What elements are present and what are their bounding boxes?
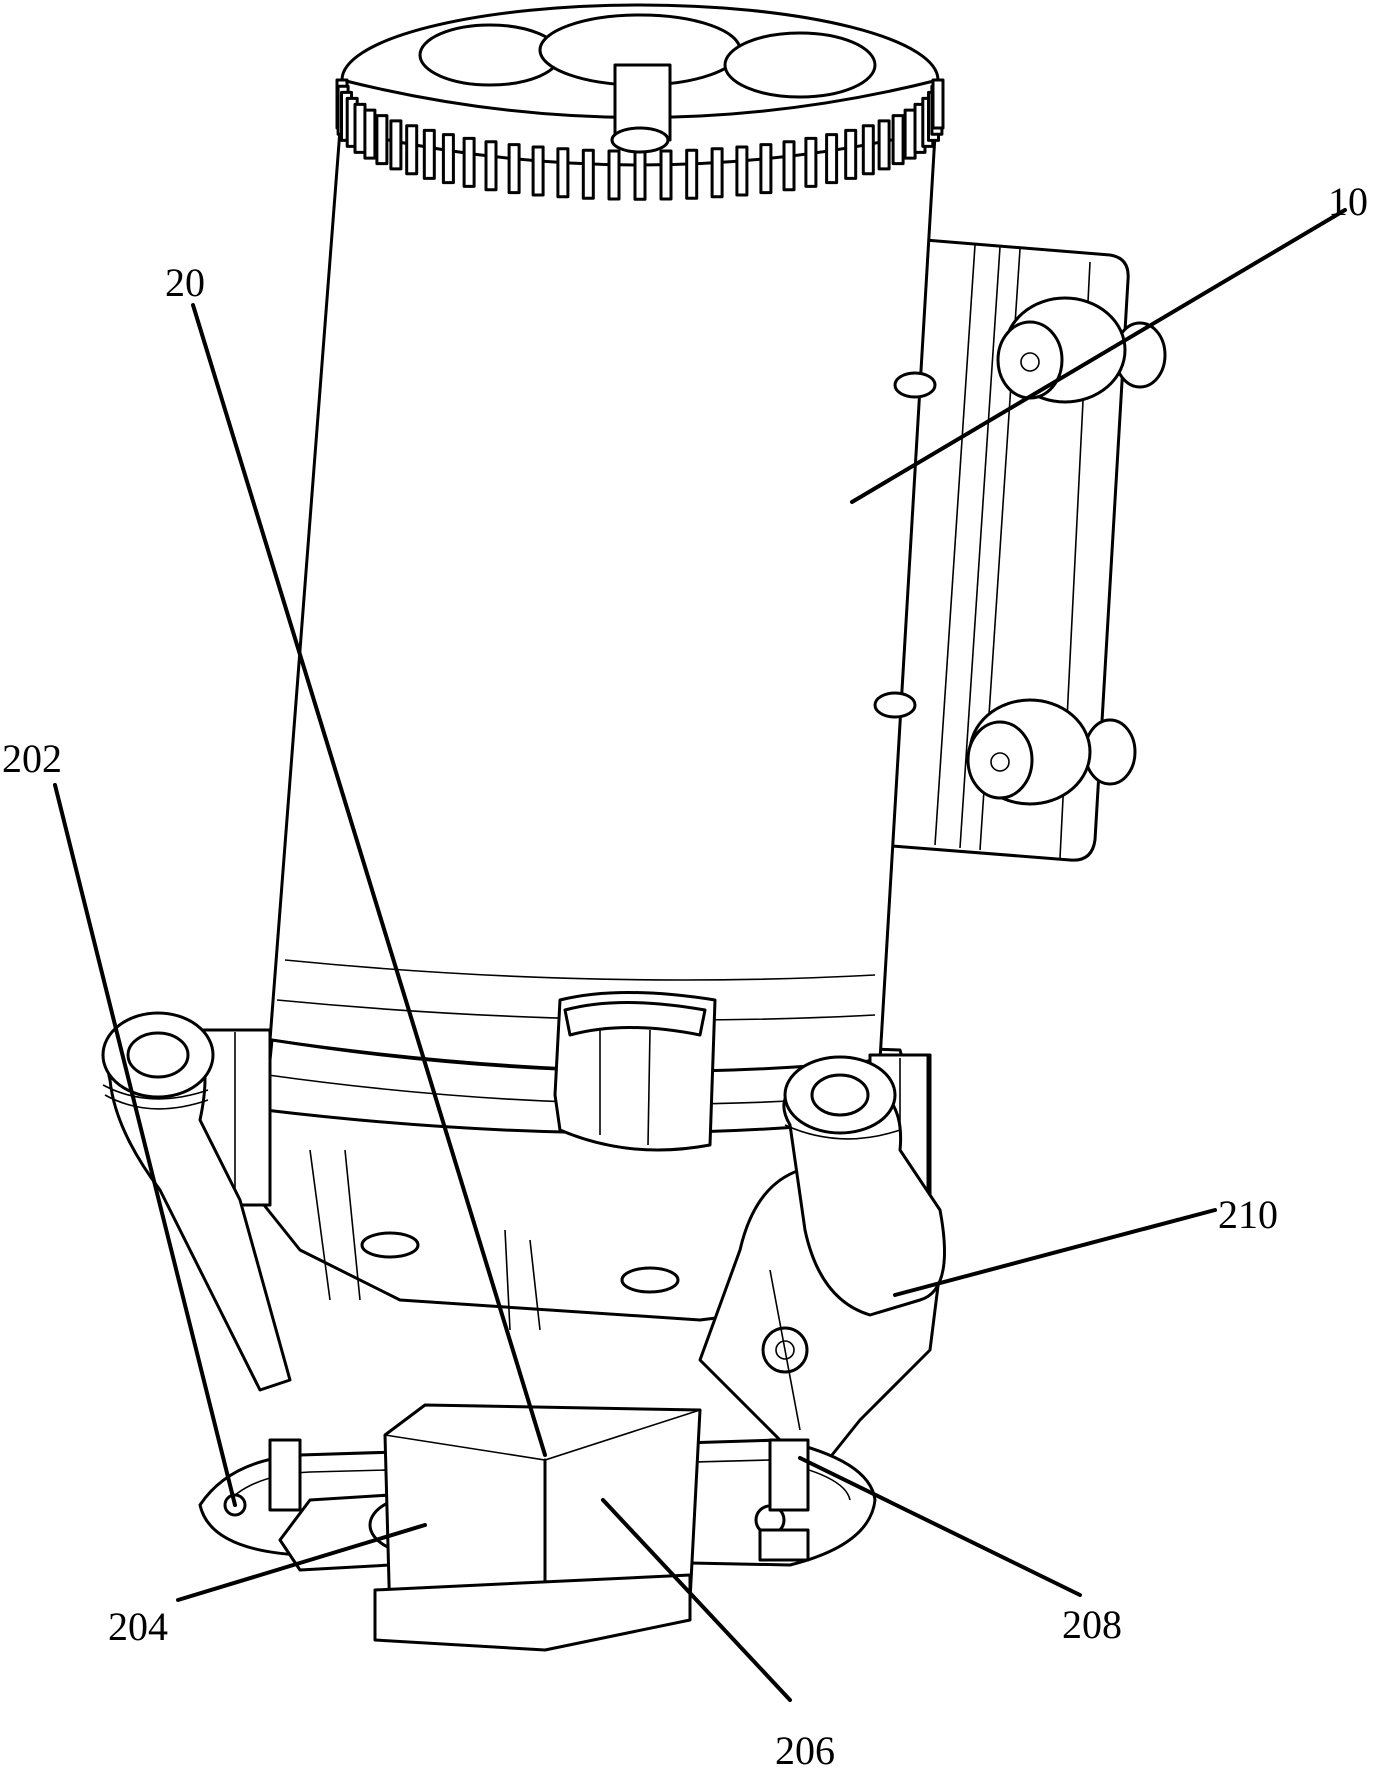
motor-side-hole-upper xyxy=(893,371,937,399)
cooling-fin xyxy=(531,145,545,197)
cooling-fin xyxy=(759,143,773,195)
cooling-fin xyxy=(685,148,699,200)
cooling-fin xyxy=(735,145,749,197)
label-10: 10 xyxy=(1328,179,1368,224)
motor-body xyxy=(268,128,937,1073)
lower-bolt xyxy=(966,698,1137,806)
cooling-fin xyxy=(556,147,570,199)
leader-204 xyxy=(176,1523,427,1602)
cooling-fin xyxy=(804,136,818,188)
label-208: 208 xyxy=(1062,1602,1122,1647)
label-20: 20 xyxy=(165,260,205,305)
leader-20 xyxy=(191,303,547,1457)
outlet-fitting-right xyxy=(698,1055,946,1472)
reference-labels: 10 20 202 204 206 208 210 xyxy=(2,179,1368,1770)
cooling-fin xyxy=(507,143,521,195)
cooling-fin xyxy=(484,140,498,192)
bottom-nut xyxy=(758,1528,810,1562)
cooling-fin xyxy=(607,149,621,201)
label-202: 202 xyxy=(2,736,62,781)
leader-10 xyxy=(850,208,1347,504)
cooling-fin xyxy=(710,147,724,199)
leader-202 xyxy=(53,783,237,1507)
motor-side-hole-lower xyxy=(873,691,917,719)
cooling-fin xyxy=(389,119,403,171)
leader-208 xyxy=(798,1456,1082,1597)
cooling-fin xyxy=(422,128,436,180)
upper-bolt xyxy=(996,296,1167,404)
base-boss-right xyxy=(620,1266,680,1294)
cooling-fin xyxy=(659,149,673,201)
motor-clip-center xyxy=(553,991,717,1152)
fan-cap xyxy=(335,3,945,201)
cooling-fin xyxy=(462,136,476,188)
cooling-fin xyxy=(581,148,595,200)
label-206: 206 xyxy=(775,1728,835,1770)
leader-lines xyxy=(53,208,1347,1702)
valve-block-206 xyxy=(373,1403,702,1652)
cooling-fin xyxy=(441,133,455,185)
cooling-fin xyxy=(375,114,389,166)
label-204: 204 xyxy=(108,1604,168,1649)
base-boss-left xyxy=(360,1231,420,1259)
leader-206 xyxy=(601,1498,792,1702)
cooling-fin xyxy=(861,124,875,176)
cooling-fin xyxy=(633,149,647,201)
outlet-fitting-left xyxy=(101,1011,292,1392)
leader-210 xyxy=(893,1208,1217,1297)
cooling-fin xyxy=(782,140,796,192)
cooling-fin xyxy=(825,133,839,185)
cooling-fin xyxy=(931,78,945,130)
cooling-fin xyxy=(891,114,905,166)
cooling-fin xyxy=(363,108,377,160)
cooling-fin xyxy=(844,128,858,180)
cooling-fin xyxy=(877,119,891,171)
base-rib xyxy=(309,1149,541,1331)
cooling-fin xyxy=(405,124,419,176)
label-210: 210 xyxy=(1218,1192,1278,1237)
